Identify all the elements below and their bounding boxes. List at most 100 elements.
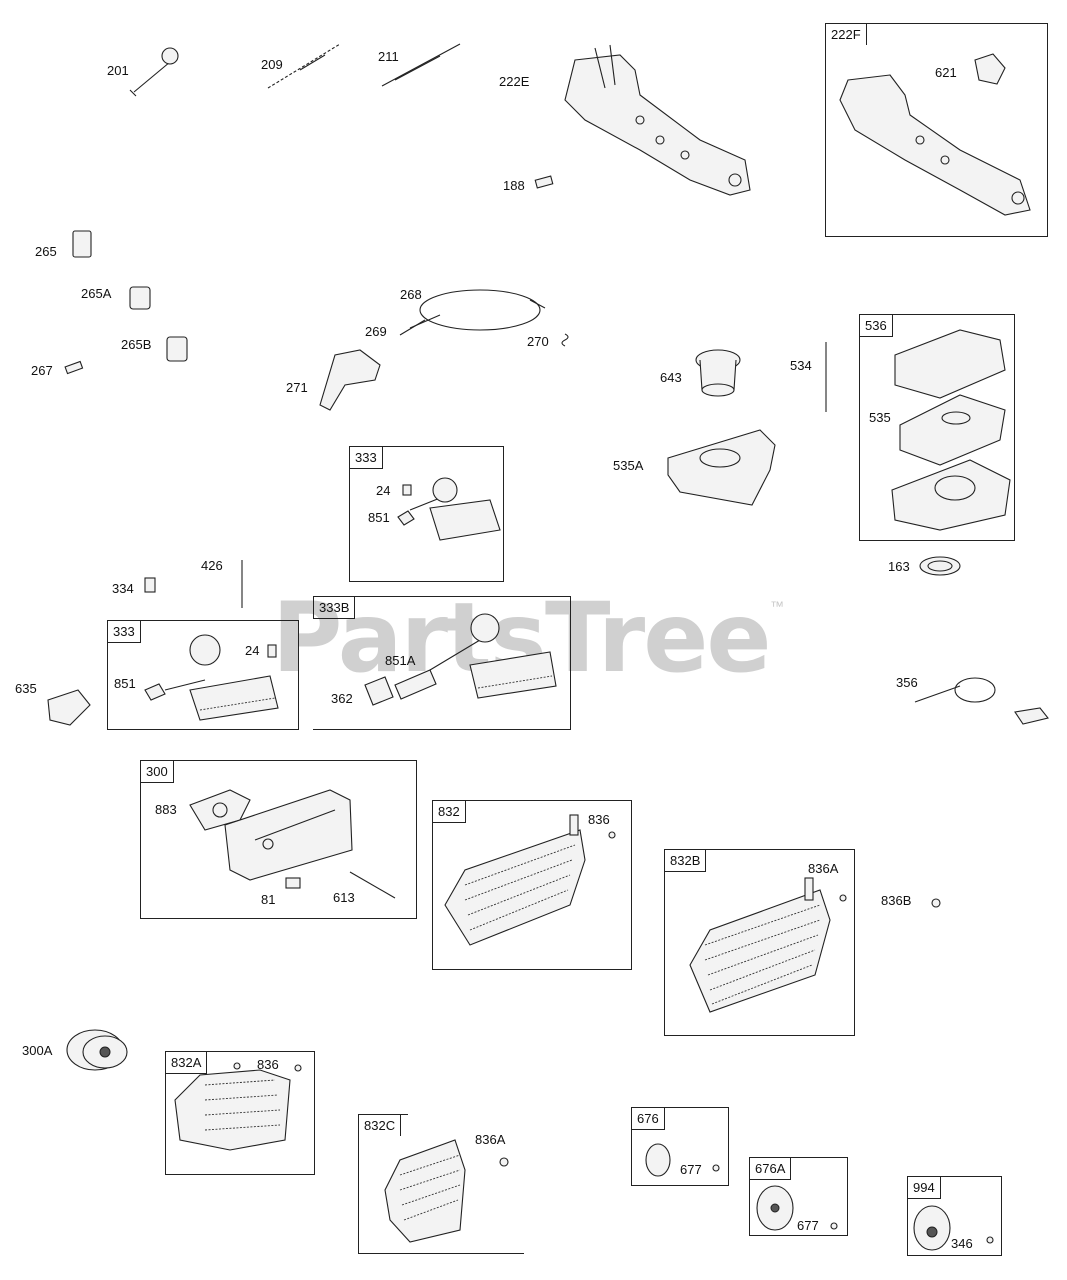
part-269-drawing bbox=[399, 319, 426, 336]
box-label-300: 300 bbox=[141, 761, 174, 783]
callout-635[interactable]: 635 bbox=[15, 681, 37, 696]
box-label-832C: 832C bbox=[359, 1114, 402, 1136]
part-635-drawing bbox=[47, 689, 91, 726]
part-536-drawing bbox=[891, 329, 1011, 531]
callout-836-832A[interactable]: 836 bbox=[257, 1057, 279, 1072]
part-832-drawing bbox=[444, 814, 616, 946]
callout-270[interactable]: 270 bbox=[527, 334, 549, 349]
part-265B-drawing bbox=[166, 336, 188, 362]
part-270-drawing bbox=[561, 333, 569, 347]
callout-535[interactable]: 535 bbox=[869, 410, 891, 425]
box-label-676: 676 bbox=[632, 1108, 665, 1130]
callout-851-top[interactable]: 851 bbox=[368, 510, 390, 525]
box-label-832A: 832A bbox=[166, 1052, 208, 1074]
part-832A-drawing bbox=[174, 1062, 302, 1151]
assembly-box-333-lower: 333 bbox=[107, 620, 299, 730]
callout-265[interactable]: 265 bbox=[35, 244, 57, 259]
callout-268[interactable]: 268 bbox=[400, 287, 422, 302]
callout-534[interactable]: 534 bbox=[790, 358, 812, 373]
box-label-832B: 832B bbox=[665, 850, 707, 872]
callout-836A-832B[interactable]: 836A bbox=[808, 861, 839, 876]
part-334-drawing bbox=[144, 577, 156, 593]
box-label-536: 536 bbox=[860, 315, 893, 337]
box-label-333B: 333B bbox=[313, 597, 356, 619]
assembly-box-676: 676 bbox=[631, 1107, 729, 1186]
part-265-drawing bbox=[72, 230, 92, 258]
callout-265B[interactable]: 265B bbox=[121, 337, 152, 352]
part-676A-drawing bbox=[756, 1185, 838, 1231]
part-211-drawing bbox=[381, 43, 461, 87]
callout-269[interactable]: 269 bbox=[365, 324, 387, 339]
box-label-994: 994 bbox=[908, 1177, 941, 1199]
part-201-drawing bbox=[129, 47, 179, 97]
callout-163[interactable]: 163 bbox=[888, 559, 910, 574]
callout-334[interactable]: 334 bbox=[112, 581, 134, 596]
callout-209[interactable]: 209 bbox=[261, 57, 283, 72]
box-333B-bottom-rule bbox=[313, 729, 571, 730]
trademark-symbol: ™ bbox=[770, 598, 784, 614]
part-676-drawing bbox=[645, 1143, 720, 1177]
callout-362[interactable]: 362 bbox=[331, 691, 353, 706]
part-300A-drawing bbox=[66, 1029, 128, 1071]
part-163-drawing bbox=[919, 556, 961, 576]
part-268-drawing bbox=[409, 289, 546, 331]
part-333-top-drawing bbox=[397, 477, 501, 541]
assembly-box-676A: 676A bbox=[749, 1157, 848, 1236]
callout-211[interactable]: 211 bbox=[378, 49, 399, 64]
callout-265A[interactable]: 265A bbox=[81, 286, 112, 301]
part-356-drawing bbox=[914, 677, 1049, 725]
assembly-box-300: 300 bbox=[140, 760, 417, 919]
callout-851-lower[interactable]: 851 bbox=[114, 676, 136, 691]
assembly-box-222F: 222F bbox=[825, 23, 1048, 237]
callout-300A[interactable]: 300A bbox=[22, 1043, 53, 1058]
callout-201[interactable]: 201 bbox=[107, 63, 129, 78]
part-836B-drawing bbox=[931, 898, 941, 908]
callout-643[interactable]: 643 bbox=[660, 370, 682, 385]
part-222E-drawing bbox=[564, 44, 751, 196]
part-271-drawing bbox=[319, 349, 381, 411]
callout-883[interactable]: 883 bbox=[155, 802, 177, 817]
callout-621[interactable]: 621 bbox=[935, 65, 957, 80]
part-832C-drawing bbox=[384, 1139, 509, 1243]
part-209-drawing bbox=[267, 43, 341, 89]
callout-426[interactable]: 426 bbox=[201, 558, 223, 573]
callout-24-lower[interactable]: 24 bbox=[245, 643, 260, 658]
callout-613[interactable]: 613 bbox=[333, 890, 355, 905]
assembly-box-536: 536 bbox=[859, 314, 1015, 541]
callout-267[interactable]: 267 bbox=[31, 363, 53, 378]
callout-188[interactable]: 188 bbox=[503, 178, 525, 193]
box-label-676A: 676A bbox=[750, 1158, 792, 1180]
callout-535A[interactable]: 535A bbox=[613, 458, 644, 473]
part-643-drawing bbox=[695, 349, 741, 397]
callout-851A[interactable]: 851A bbox=[385, 653, 416, 668]
box-label-832: 832 bbox=[433, 801, 466, 823]
callout-836B[interactable]: 836B bbox=[881, 893, 912, 908]
assembly-box-832: 832 bbox=[432, 800, 632, 970]
callout-836-832[interactable]: 836 bbox=[588, 812, 610, 827]
part-535A-drawing bbox=[667, 429, 776, 506]
part-333B-drawing bbox=[364, 613, 557, 706]
callout-356[interactable]: 356 bbox=[896, 675, 918, 690]
callout-222E[interactable]: 222E bbox=[499, 74, 530, 89]
callout-81[interactable]: 81 bbox=[261, 892, 276, 907]
part-333-lower-drawing bbox=[144, 634, 279, 721]
callout-271[interactable]: 271 bbox=[286, 380, 308, 395]
callout-677-676A[interactable]: 677 bbox=[797, 1218, 819, 1233]
part-222F-drawing bbox=[839, 53, 1031, 216]
assembly-box-832A: 832A bbox=[165, 1051, 315, 1175]
assembly-box-333-top: 333 bbox=[349, 446, 504, 582]
callout-836A-832C[interactable]: 836A bbox=[475, 1132, 506, 1147]
callout-24-top[interactable]: 24 bbox=[376, 483, 391, 498]
box-label-222F: 222F bbox=[826, 24, 867, 45]
callout-346[interactable]: 346 bbox=[951, 1236, 973, 1251]
callout-677-676[interactable]: 677 bbox=[680, 1162, 702, 1177]
part-265A-drawing bbox=[129, 286, 151, 310]
box-label-333-top: 333 bbox=[350, 447, 383, 469]
assembly-box-333B: 333B bbox=[313, 596, 571, 730]
part-994-drawing bbox=[913, 1205, 994, 1251]
assembly-box-994: 994 bbox=[907, 1176, 1002, 1256]
part-188-drawing bbox=[534, 175, 554, 189]
assembly-box-832B: 832B bbox=[664, 849, 855, 1036]
box-832C-top-rule bbox=[358, 1114, 408, 1115]
